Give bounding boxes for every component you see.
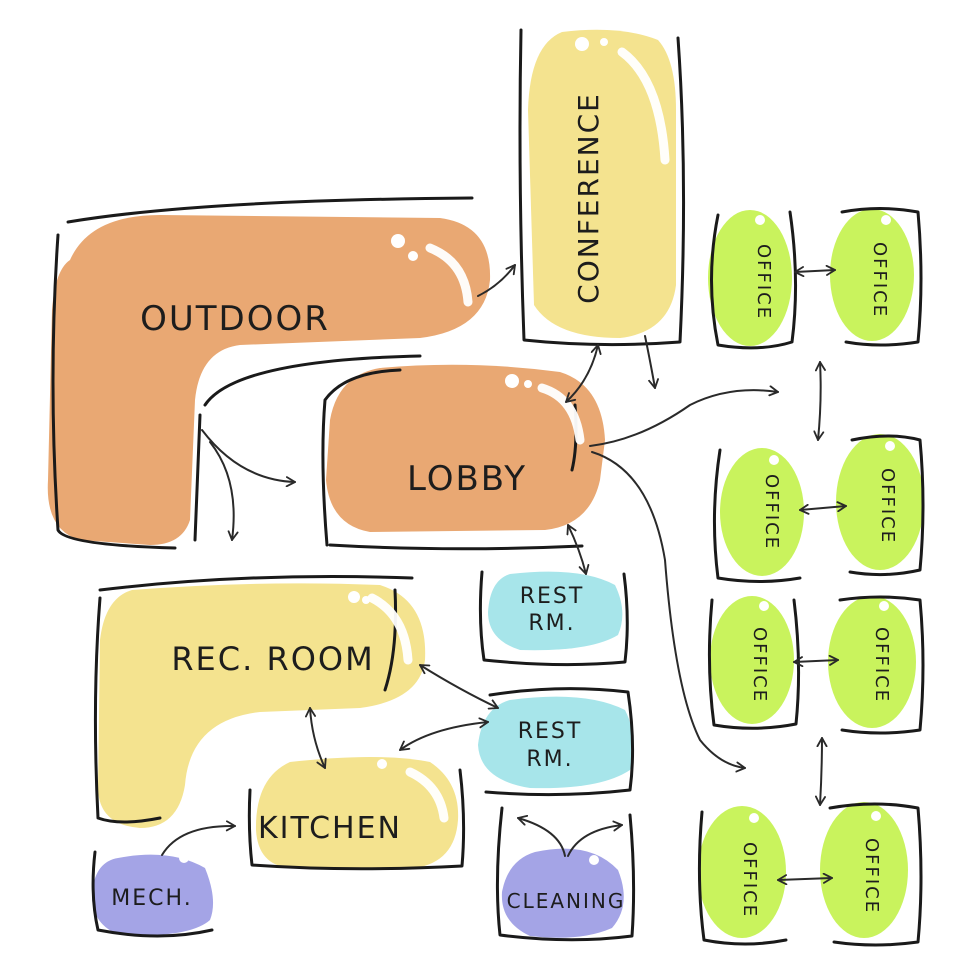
office-6-label: OFFICE (871, 627, 892, 703)
office-7-label: OFFICE (739, 842, 760, 918)
conference-label: CONFERENCE (572, 92, 605, 304)
room-rec: REC. ROOM (93, 575, 426, 828)
restroom-2-label-line1: REST (518, 719, 583, 744)
office-4-label: OFFICE (877, 468, 898, 544)
room-kitchen: KITCHEN (247, 757, 466, 871)
restroom-2-label-line2: RM. (526, 747, 573, 772)
office-7: OFFICE (697, 806, 788, 946)
mech-label: MECH. (111, 886, 192, 911)
cleaning-label: CLEANING (507, 889, 626, 913)
arrow-outdoor-conference (477, 264, 516, 297)
room-mech: MECH. (91, 850, 214, 938)
arrow-offices-row1-row2 (813, 361, 826, 441)
office-6: OFFICE (828, 595, 925, 735)
room-conference: CONFERENCE (518, 28, 686, 347)
arrow-recroom-kitchen (305, 707, 327, 769)
arrow-office5-office6 (793, 654, 839, 668)
lobby-label: LOBBY (407, 459, 527, 499)
office-1: OFFICE (708, 210, 798, 350)
room-lobby: LOBBY (321, 364, 605, 551)
rec-room-label: REC. ROOM (171, 640, 374, 678)
arrow-lobby-lower-offices (591, 451, 746, 773)
office-8-label: OFFICE (861, 838, 882, 914)
office-2: OFFICE (830, 207, 923, 347)
kitchen-label: KITCHEN (258, 811, 402, 846)
arrow-kitchen-restroom (399, 717, 489, 751)
restroom-1-label-line1: REST (520, 584, 585, 609)
room-restroom-2: REST RM. (478, 687, 635, 797)
arrow-cleaning-left (517, 814, 566, 857)
outdoor-label: OUTDOOR (140, 299, 330, 339)
arrow-recroom-restroom (419, 664, 499, 710)
arrow-office1-office2 (794, 264, 836, 278)
office-3-label: OFFICE (761, 474, 782, 550)
arrow-mech-kitchen (161, 820, 236, 856)
office-3: OFFICE (712, 448, 804, 583)
arrow-conference-lobby (565, 344, 602, 403)
arrow-outdoor-lobby (201, 429, 296, 488)
arrow-conference-down (644, 335, 659, 389)
arrow-offices-row3-row4 (814, 737, 828, 806)
arrow-cleaning-right (567, 820, 623, 857)
offices: OFFICE OFFICE OFFICE OFFICE OFFICE (697, 207, 925, 947)
arrow-office3-office4 (799, 501, 847, 515)
arrow-office7-office8 (777, 872, 833, 886)
arrow-lobby-offices (589, 385, 779, 447)
room-restroom-1: REST RM. (478, 570, 629, 667)
office-1-label: OFFICE (753, 244, 774, 320)
office-4: OFFICE (836, 434, 925, 577)
connections (161, 264, 847, 886)
office-5: OFFICE (707, 596, 801, 730)
office-5-label: OFFICE (749, 627, 770, 703)
arrow-lobby-restroom (566, 524, 590, 575)
room-outdoor: OUTDOOR (47, 196, 491, 550)
room-cleaning: CLEANING (495, 806, 636, 942)
arrow-outdoor-recroom (209, 441, 239, 541)
office-8: OFFICE (820, 802, 923, 947)
restroom-1-label-line2: RM. (528, 611, 575, 636)
office-2-label: OFFICE (869, 242, 890, 318)
